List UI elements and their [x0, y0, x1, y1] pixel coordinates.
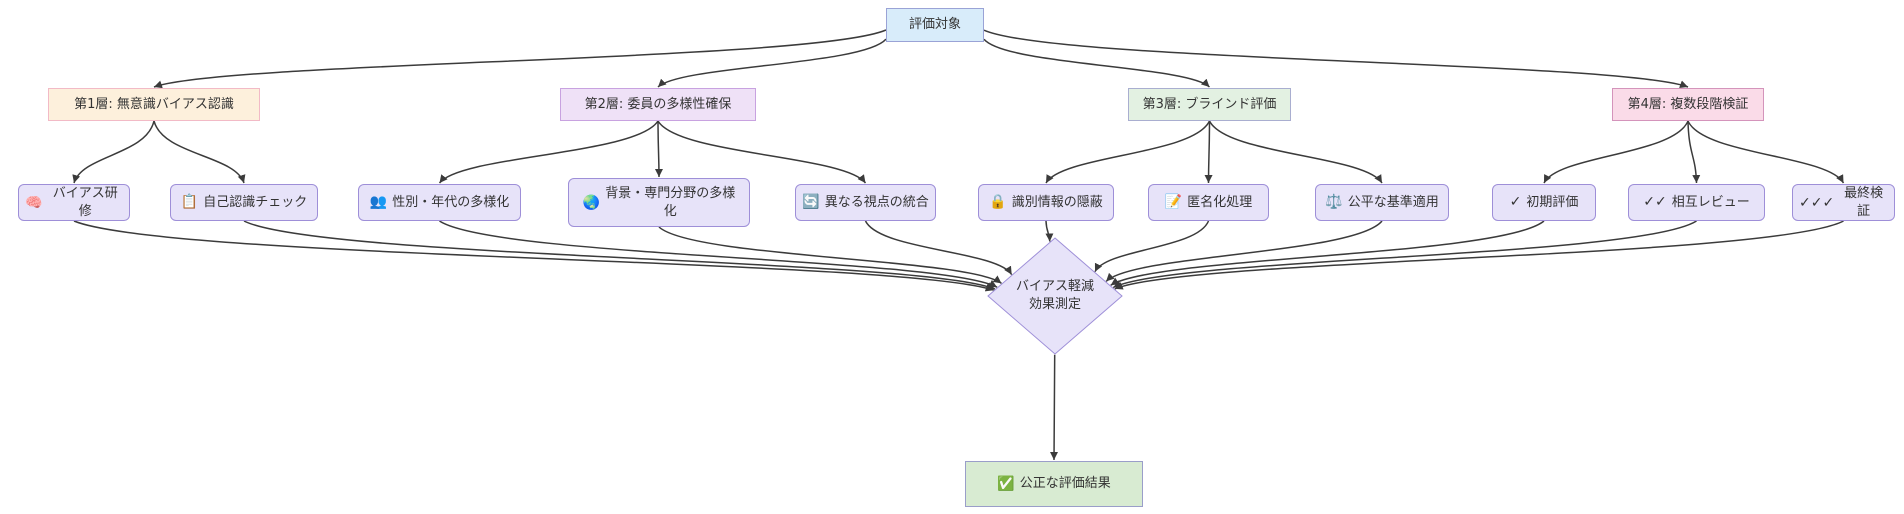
edge-bias-training-to-measure — [73, 220, 994, 292]
node-content: 👥性別・年代の多様化 — [364, 194, 515, 212]
edge-initial-eval-to-measure — [1110, 220, 1545, 286]
edge-root-to-layer1 — [153, 29, 887, 89]
edge-root-to-layer3 — [983, 38, 1211, 88]
balance-scale-icon: ⚖️ — [1325, 194, 1343, 211]
node-label: 第3層: ブラインド評価 — [1142, 96, 1277, 112]
node-content: ✓✓相互レビュー — [1637, 194, 1755, 212]
node-anonymize: 📝匿名化処理 — [1148, 184, 1269, 221]
node-bias-training: 🧠 バイアス研修 — [18, 184, 130, 221]
node-label: バイアス研修 — [52, 185, 118, 219]
node-content: 評価対象 — [903, 16, 967, 34]
memo-pencil-icon: 📝 — [1164, 194, 1183, 211]
arrows-cycle-icon: 🔄 — [802, 194, 820, 211]
node-layer1: 第1層: 無意識バイアス認識 — [48, 88, 260, 121]
node-content: 第4層: 複数段階検証 — [1622, 96, 1755, 114]
edge-background-to-measure — [658, 226, 1002, 285]
edge-layer1-to-self-check — [153, 120, 246, 184]
globe-icon: 🌏 — [582, 194, 601, 211]
edge-layer3-to-info-hiding — [1045, 120, 1211, 184]
node-content: ✓✓✓ 最終検証 — [1793, 185, 1894, 220]
node-fair-criteria: ⚖️公平な基準適用 — [1315, 184, 1449, 221]
node-content: 🔄異なる視点の統合 — [796, 194, 934, 212]
edge-layer3-to-fair-criteria — [1208, 120, 1383, 184]
node-content: 🧠 バイアス研修 — [19, 185, 129, 220]
node-layer2: 第2層: 委員の多様性確保 — [560, 88, 756, 121]
node-label: 第4層: 複数段階検証 — [1627, 96, 1749, 112]
node-mutual-review: ✓✓相互レビュー — [1628, 184, 1765, 221]
double-check-icon: ✓✓ — [1643, 194, 1667, 211]
node-root: 評価対象 — [886, 8, 984, 42]
triple-check-icon: ✓✓✓ — [1799, 194, 1835, 211]
node-content: ✓初期評価 — [1504, 194, 1585, 212]
node-content: 🌏背景・専門分野の多様 化 — [577, 185, 741, 220]
edge-layer2-to-background — [654, 120, 663, 178]
node-content: 🔒識別情報の隠蔽 — [983, 194, 1108, 212]
node-content: 📝匿名化処理 — [1159, 194, 1258, 212]
node-perspectives: 🔄異なる視点の統合 — [795, 184, 936, 221]
node-result: ✅公正な評価結果 — [965, 461, 1143, 507]
node-label: 性別・年代の多様化 — [392, 194, 510, 210]
edge-layer3-to-anonymize — [1204, 120, 1213, 184]
edge-layer4-to-mutual-review — [1687, 120, 1701, 184]
node-final-verify: ✓✓✓ 最終検証 — [1792, 184, 1895, 221]
edge-mutual-review-to-measure — [1112, 220, 1697, 289]
node-label: 匿名化処理 — [1187, 194, 1253, 210]
clipboard-icon: 📋 — [180, 194, 199, 211]
node-content: 第2層: 委員の多様性確保 — [579, 96, 738, 114]
node-self-check: 📋自己認識チェック — [170, 184, 318, 221]
node-label: 初期評価 — [1526, 194, 1579, 210]
edge-perspectives-to-measure — [864, 220, 1013, 276]
node-content: 第3層: ブラインド評価 — [1137, 96, 1283, 114]
edge-measure-to-result — [1050, 354, 1059, 461]
node-content: ✅公正な評価結果 — [991, 475, 1116, 493]
edge-layer2-to-perspectives — [657, 120, 867, 184]
lock-icon: 🔒 — [989, 194, 1007, 211]
edge-self-check-to-measure — [243, 220, 996, 290]
node-initial-eval: ✓初期評価 — [1492, 184, 1596, 221]
node-label: 識別情報の隠蔽 — [1011, 194, 1103, 210]
edge-root-to-layer2 — [657, 38, 887, 88]
node-background: 🌏背景・専門分野の多様 化 — [568, 178, 750, 227]
node-content: バイアス軽減 効果測定 — [1010, 278, 1100, 313]
node-label: 最終検証 — [1844, 185, 1884, 219]
node-gender-age: 👥性別・年代の多様化 — [358, 184, 521, 221]
node-label: 自己認識チェック — [203, 194, 308, 210]
busts-in-silhouette-icon: 👥 — [369, 194, 388, 211]
edge-root-to-layer4 — [983, 29, 1689, 89]
edge-anonymize-to-measure — [1094, 220, 1210, 273]
node-layer4: 第4層: 複数段階検証 — [1612, 88, 1764, 121]
node-content: 📋自己認識チェック — [175, 194, 313, 212]
node-content: 第1層: 無意識バイアス認識 — [68, 96, 240, 114]
edge-layer2-to-gender-age — [438, 120, 659, 184]
node-content: ⚖️公平な基準適用 — [1319, 194, 1444, 212]
node-label: バイアス軽減 効果測定 — [1015, 279, 1094, 312]
edge-layer1-to-bias-training — [72, 120, 155, 184]
node-label: 背景・専門分野の多様 化 — [605, 185, 736, 219]
node-layer3: 第3層: ブラインド評価 — [1128, 88, 1291, 121]
single-check-icon: ✓ — [1509, 194, 1522, 211]
edge-layer4-to-initial-eval — [1543, 120, 1689, 184]
node-label: 第2層: 委員の多様性確保 — [584, 96, 732, 112]
node-label: 異なる視点の統合 — [824, 194, 929, 210]
brain-icon: 🧠 — [25, 194, 43, 211]
edge-gender-age-to-measure — [439, 220, 998, 288]
node-info-hiding: 🔒識別情報の隠蔽 — [978, 184, 1114, 221]
edge-layer4-to-final-verify — [1687, 120, 1845, 184]
node-label: 相互レビュー — [1671, 194, 1750, 210]
diamond-shape — [987, 237, 1123, 355]
edge-final-verify-to-measure — [1114, 220, 1844, 290]
edge-info-hiding-to-measure — [1045, 220, 1054, 242]
edge-fair-criteria-to-measure — [1105, 220, 1383, 282]
node-label: 公平な基準適用 — [1347, 194, 1439, 210]
node-label: 評価対象 — [908, 17, 961, 33]
node-label: 公正な評価結果 — [1019, 476, 1111, 492]
node-measure: バイアス軽減 効果測定 — [987, 237, 1123, 355]
node-label: 第1層: 無意識バイアス認識 — [74, 96, 234, 112]
check-mark-button-icon: ✅ — [997, 475, 1015, 492]
